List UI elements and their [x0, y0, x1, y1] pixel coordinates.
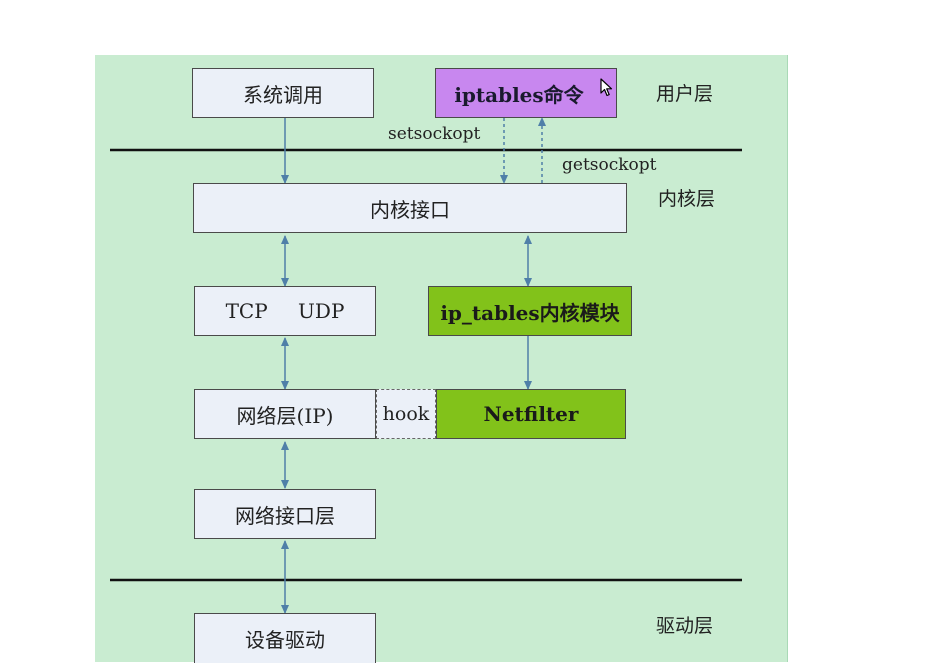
kernel-interface-node: 内核接口	[193, 183, 627, 233]
network-interface-node: 网络接口层	[194, 489, 376, 539]
ip-tables-module-node: ip_tables内核模块	[428, 286, 632, 336]
layer-driver-label: 驱动层	[656, 615, 714, 637]
device-driver-node: 设备驱动	[194, 613, 376, 663]
layer-user-label: 用户层	[656, 83, 714, 105]
tcp-udp-label: TCP UDP	[225, 299, 345, 323]
tcp-udp-node: TCP UDP	[194, 286, 376, 336]
network-layer-label: 网络层(IP)	[236, 403, 334, 428]
netfilter-node: Netfilter	[436, 389, 626, 439]
getsockopt-label: getsockopt	[562, 155, 657, 175]
netfilter-label: Netfilter	[483, 402, 579, 426]
device-driver-label: 设备驱动	[245, 628, 325, 652]
hook-box: hook	[376, 389, 436, 439]
mouse-pointer-icon	[600, 78, 613, 97]
iptables-command-node[interactable]: iptables命令	[435, 68, 617, 118]
layer-kernel-label: 内核层	[658, 188, 716, 210]
iptables-command-label: iptables命令	[454, 82, 584, 107]
setsockopt-label: setsockopt	[388, 124, 481, 144]
diagram-background	[95, 55, 788, 662]
syscall-node: 系统调用	[192, 68, 374, 118]
network-interface-label: 网络接口层	[235, 503, 335, 528]
syscall-label: 系统调用	[243, 82, 323, 107]
hook-label: hook	[382, 403, 430, 425]
ip-tables-module-label: ip_tables内核模块	[440, 300, 620, 325]
kernel-interface-label: 内核接口	[370, 197, 450, 222]
network-layer-node: 网络层(IP)	[194, 389, 376, 439]
